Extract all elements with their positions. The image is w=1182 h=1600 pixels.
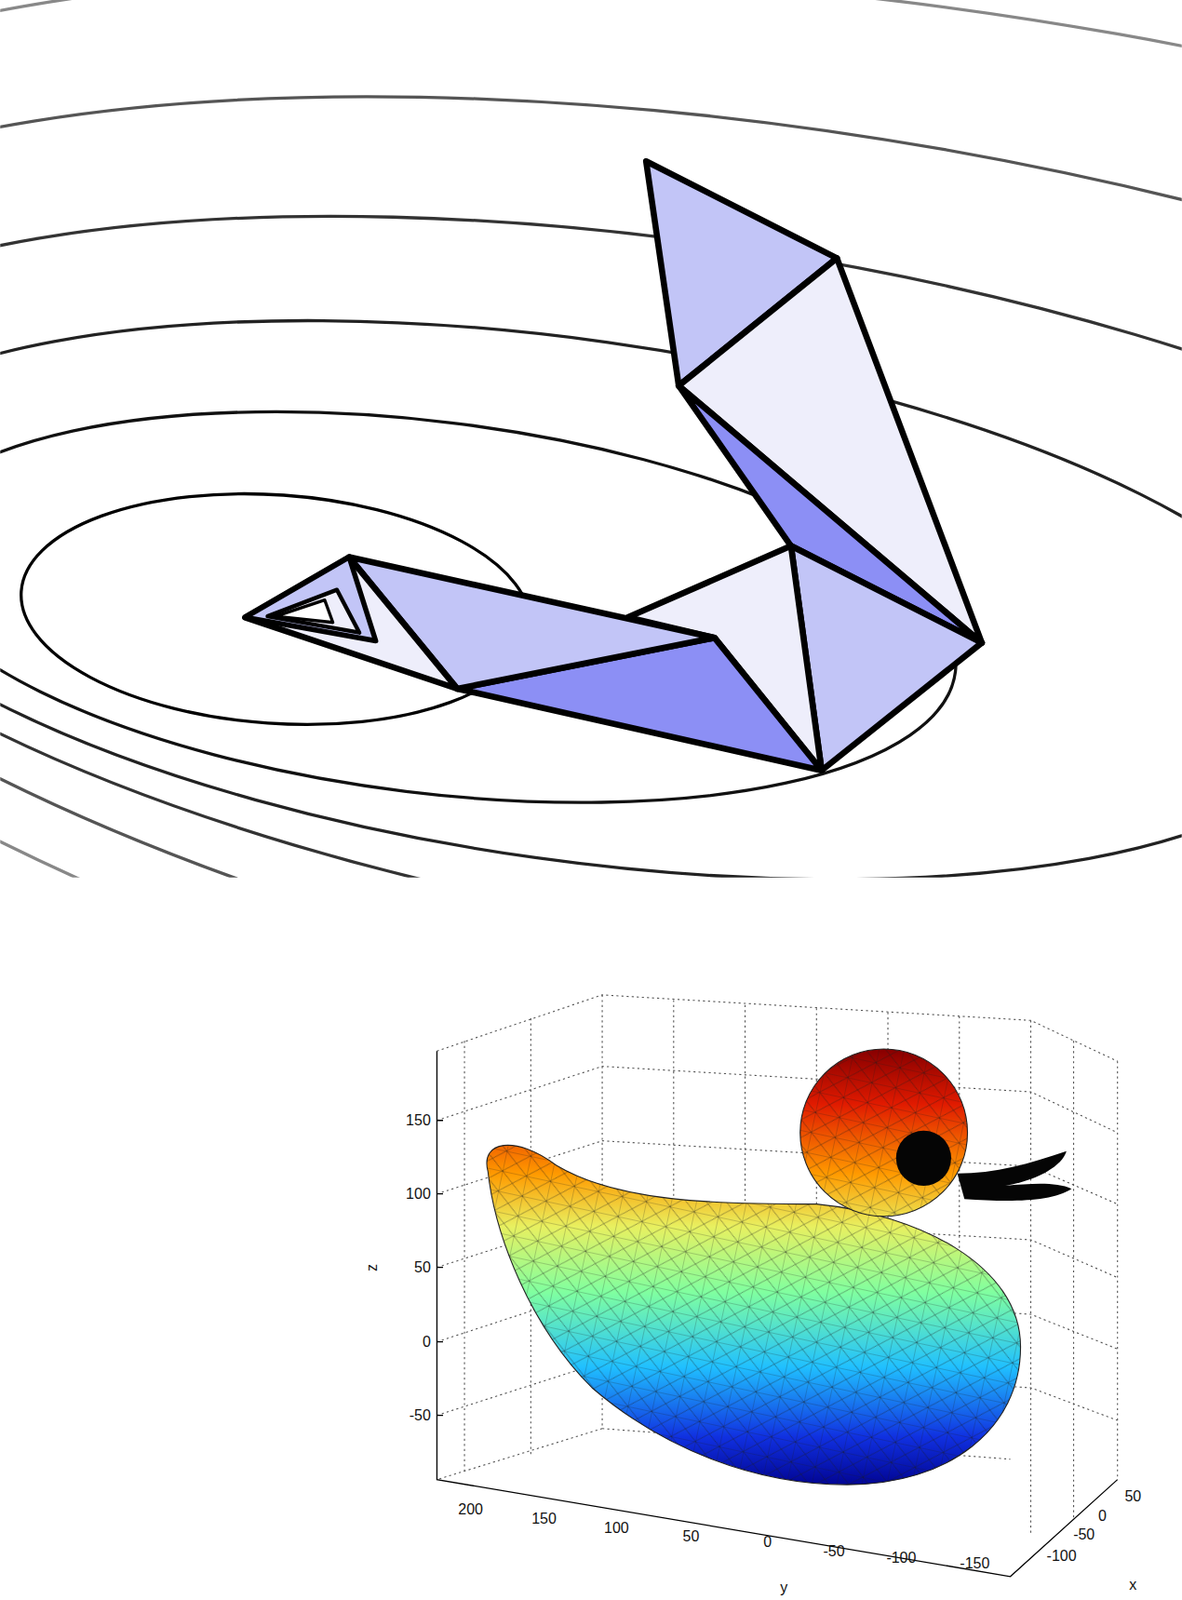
plot-grid xyxy=(436,994,1117,1536)
tick-label: 50 xyxy=(1124,1489,1142,1505)
tick-label: 0 xyxy=(763,1534,772,1550)
axis-label: z xyxy=(364,1263,380,1272)
tick-label: -50 xyxy=(409,1408,431,1424)
tick-label: 0 xyxy=(1098,1508,1107,1524)
tick-label: -150 xyxy=(959,1556,990,1572)
tick-label: 150 xyxy=(405,1113,431,1129)
origami-bird xyxy=(244,161,982,770)
axis-label: y xyxy=(779,1580,788,1596)
tick-label: -50 xyxy=(1073,1527,1095,1543)
tick-label: 150 xyxy=(531,1511,557,1527)
tick-label: -100 xyxy=(886,1550,916,1566)
contour-lines xyxy=(0,0,1182,878)
tick-label: 100 xyxy=(604,1520,630,1536)
tick-label: 100 xyxy=(405,1186,431,1202)
tick-label: 50 xyxy=(683,1529,700,1545)
axis-label: x xyxy=(1128,1577,1137,1593)
tick-label: 200 xyxy=(457,1502,484,1518)
tick-label: 0 xyxy=(422,1334,431,1350)
duck-mesh xyxy=(470,1040,1073,1495)
tick-label: 50 xyxy=(414,1260,431,1276)
tick-label: -100 xyxy=(1047,1548,1077,1564)
tick-label: -50 xyxy=(822,1544,845,1559)
